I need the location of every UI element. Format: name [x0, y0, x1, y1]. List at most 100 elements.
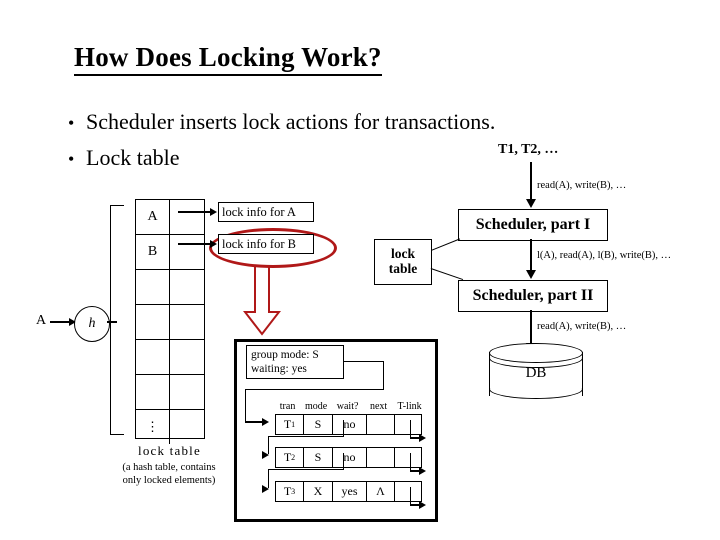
pipeline-label-top: read(A), write(B), … — [537, 180, 627, 191]
cell-wait: no — [333, 448, 367, 467]
hash-key-cell — [136, 305, 169, 339]
tlink-pointer-1-head — [419, 434, 426, 442]
hash-input-arrow-head — [69, 318, 76, 326]
cell-tran-text: T — [283, 484, 292, 498]
hash-table-row: B — [136, 235, 204, 270]
cell-tran-text: T — [283, 450, 292, 464]
bucket-b-pointer-shaft — [178, 243, 212, 245]
hash-table-row — [136, 305, 204, 340]
transactions-source-label: T1, T2, … — [498, 142, 559, 157]
tlink-pointer-2-right — [410, 470, 421, 472]
cell-next — [367, 448, 395, 467]
cell-mode: X — [304, 482, 333, 501]
bullet-text-1: Scheduler inserts lock actions for trans… — [86, 109, 496, 134]
lock-table-leader-to-part2 — [430, 268, 464, 281]
hash-row-divider — [169, 270, 170, 304]
cell-tran-sub: 3 — [291, 487, 296, 496]
down-arrow-svg — [242, 265, 282, 336]
hash-to-bracket-connector — [107, 321, 117, 323]
lock-table-box-line2: table — [388, 261, 418, 276]
cell-tlink — [395, 482, 421, 501]
cell-mode: S — [304, 448, 333, 467]
scheduler-part-2-box: Scheduler, part II — [458, 280, 608, 312]
transaction-table-header: tran mode wait? next T-link — [274, 401, 426, 412]
hash-key-cell — [136, 375, 169, 409]
hash-table-grid: A B ⋮ — [135, 199, 205, 444]
bucket-a-pointer-head — [210, 208, 217, 216]
hash-row-divider — [169, 200, 170, 234]
tlink-pointer-2-head — [419, 467, 426, 475]
pipeline-arrow-2-shaft — [530, 239, 532, 272]
groupmode-connector-left — [245, 389, 384, 390]
col-header-tran: tran — [279, 401, 296, 412]
hash-table-row: ⋮ — [136, 410, 204, 444]
group-mode-box: group mode: S waiting: yes — [246, 345, 344, 379]
cell-tran-text: T — [283, 417, 292, 431]
groupmode-connector-top — [344, 361, 384, 362]
cell-tran-sub: 2 — [291, 453, 296, 462]
scheduler-part-1-box: Scheduler, part I — [458, 209, 608, 241]
next-pointer-2-drop — [268, 469, 269, 488]
pipeline-label-bottom: read(A), write(B), … — [537, 321, 627, 332]
hash-table-row — [136, 375, 204, 410]
bucket-a-pointer-shaft — [178, 211, 212, 213]
hash-ellipsis-cell: ⋮ — [146, 418, 159, 434]
bucket-b-pointer-head — [210, 240, 217, 248]
hash-table-row — [136, 270, 204, 305]
next-pointer-2-head — [262, 485, 269, 493]
hash-input-label: A — [36, 313, 47, 328]
hash-table-caption-sub-line2: only locked elements) — [122, 475, 216, 487]
hash-row-divider — [169, 375, 170, 409]
next-pointer-1-head — [262, 451, 269, 459]
scheduler-part-1-label: Scheduler, part I — [475, 216, 591, 233]
cell-next: Λ — [367, 482, 395, 501]
hash-row-divider — [169, 410, 170, 444]
hash-table-caption: lock table — [138, 443, 201, 458]
pipeline-arrow-3-shaft — [530, 310, 532, 345]
hash-row-divider — [169, 340, 170, 374]
hash-table-row: A — [136, 200, 204, 235]
cell-mode: S — [304, 415, 333, 434]
tlink-pointer-1-right — [410, 437, 421, 439]
bullet-item-1: •Scheduler inserts lock actions for tran… — [68, 109, 496, 134]
cell-tlink — [395, 448, 421, 467]
scheduler-part-2-label: Scheduler, part II — [472, 287, 594, 304]
next-pointer-1-down — [343, 420, 344, 437]
hash-table-caption-sub-line1: (a hash table, contains — [122, 462, 216, 473]
groupmode-connector-down — [383, 361, 384, 390]
tlink-pointer-1-down — [410, 420, 411, 438]
hash-key-cell: B — [147, 244, 158, 259]
col-header-mode: mode — [305, 401, 328, 412]
lock-table-box: lock table — [374, 239, 432, 285]
hash-row-divider — [169, 305, 170, 339]
hash-bucket-bracket — [110, 205, 124, 435]
hash-function-circle: h — [74, 306, 110, 342]
hash-key-cell — [136, 340, 169, 374]
groupmode-connector-stub — [245, 421, 264, 423]
pipeline-arrow-2-head — [526, 270, 536, 279]
highlight-down-arrow-icon — [242, 265, 282, 336]
col-header-next: next — [369, 401, 388, 412]
hash-row-divider — [169, 235, 170, 269]
groupmode-connector-drop — [245, 389, 246, 422]
lock-info-a-label: lock info for A — [222, 204, 296, 219]
tlink-pointer-3-head — [419, 501, 426, 509]
tlink-pointer-3-down — [410, 487, 411, 505]
next-pointer-1-left — [268, 436, 344, 437]
lock-info-b-label: lock info for B — [222, 236, 296, 251]
waiting-line: waiting: yes — [251, 363, 307, 376]
hash-key-cell — [136, 270, 169, 304]
pipeline-arrow-1-head — [526, 199, 536, 208]
slide-title: How Does Locking Work? — [74, 42, 382, 77]
next-pointer-1-drop — [268, 436, 269, 454]
cell-wait: yes — [333, 482, 367, 501]
hash-input-arrow-shaft — [50, 321, 72, 323]
col-header-wait: wait? — [336, 401, 359, 412]
group-mode-line: group mode: S — [251, 349, 319, 361]
